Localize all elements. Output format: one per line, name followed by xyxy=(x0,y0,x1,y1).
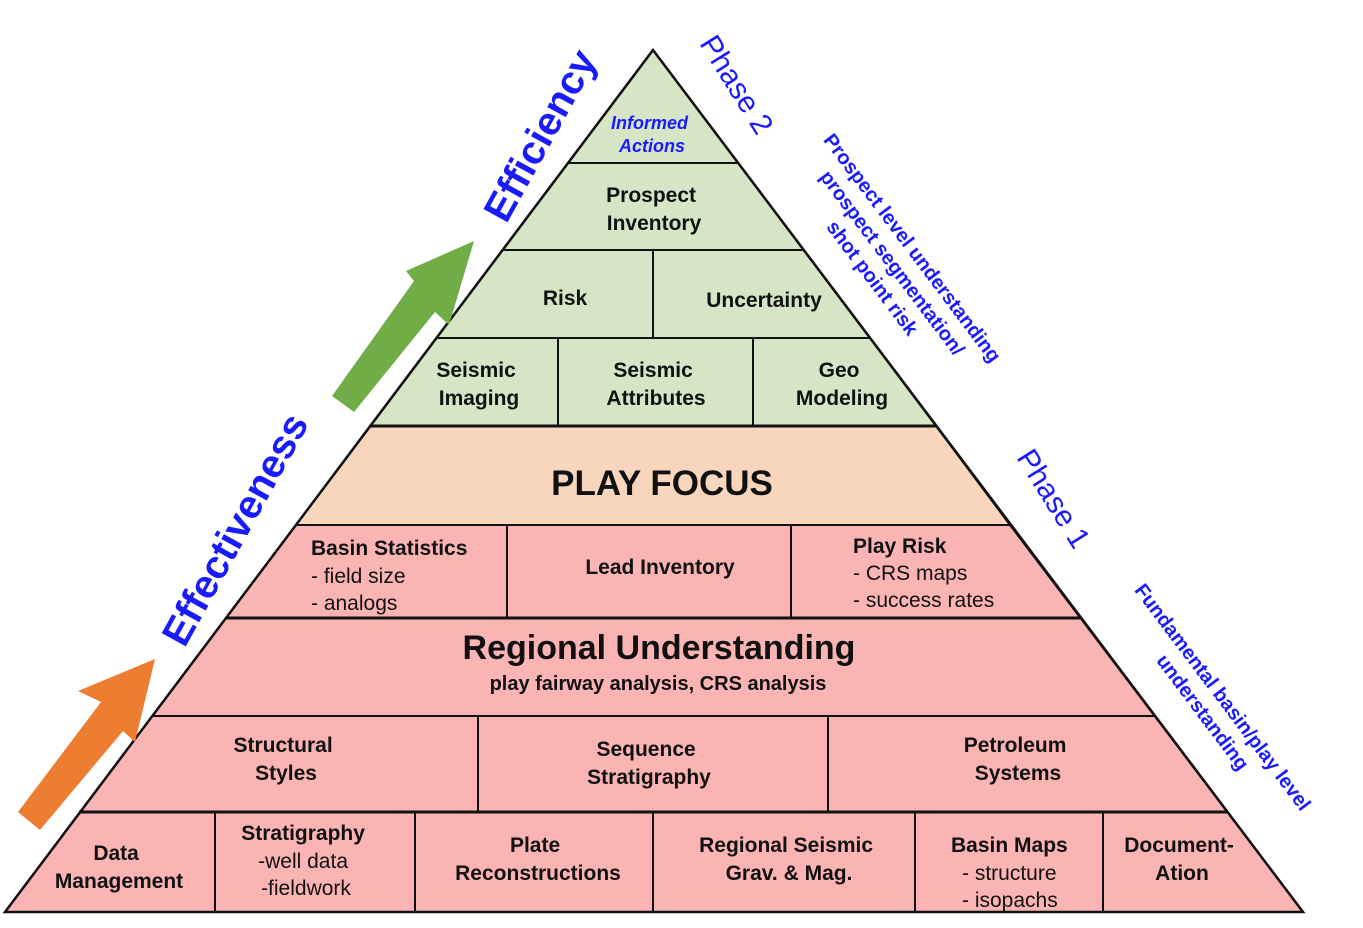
informed-actions-label: Informed Actions xyxy=(611,113,693,156)
phase1-label: Phase 1 xyxy=(1010,444,1096,555)
effectiveness-arrow xyxy=(18,659,155,830)
play-focus-label: PLAY FOCUS xyxy=(551,464,773,503)
geo-modeling-label: Geo Modeling xyxy=(796,359,888,410)
regional-understanding-title: Regional Understanding xyxy=(463,629,856,667)
basin-maps-label: Basin Maps - structure - isopachs xyxy=(951,834,1074,912)
play-risk-label: Play Risk - CRS maps - success rates xyxy=(853,535,994,612)
structural-styles-label: Structural Styles xyxy=(233,734,338,785)
data-management-label: Data Management xyxy=(55,842,183,893)
efficiency-arrow xyxy=(332,241,474,412)
column-dividers xyxy=(214,250,1104,912)
petroleum-systems-label: Petroleum Systems xyxy=(964,734,1073,785)
uncertainty-label: Uncertainty xyxy=(706,289,822,312)
stratigraphy-label: Stratigraphy -well data -fieldwork xyxy=(241,822,371,900)
documentation-label: Document- Ation xyxy=(1124,834,1240,885)
lead-inventory-label: Lead Inventory xyxy=(585,556,735,579)
risk-label: Risk xyxy=(543,287,588,310)
seismic-imaging-label: Seismic Imaging xyxy=(436,359,521,410)
seismic-attributes-label: Seismic Attributes xyxy=(606,359,705,410)
basin-statistics-label: Basin Statistics - field size - analogs xyxy=(311,537,473,615)
plate-reconstructions-label: Plate Reconstructions xyxy=(455,834,621,885)
sequence-stratigraphy-label: Sequence Stratigraphy xyxy=(587,738,711,789)
regional-seismic-label: Regional Seismic Grav. & Mag. xyxy=(699,834,879,885)
prospect-inventory-label: Prospect Inventory xyxy=(606,184,702,235)
regional-understanding-subtitle: play fairway analysis, CRS analysis xyxy=(490,673,827,695)
pyramid-outline xyxy=(2,47,1306,914)
